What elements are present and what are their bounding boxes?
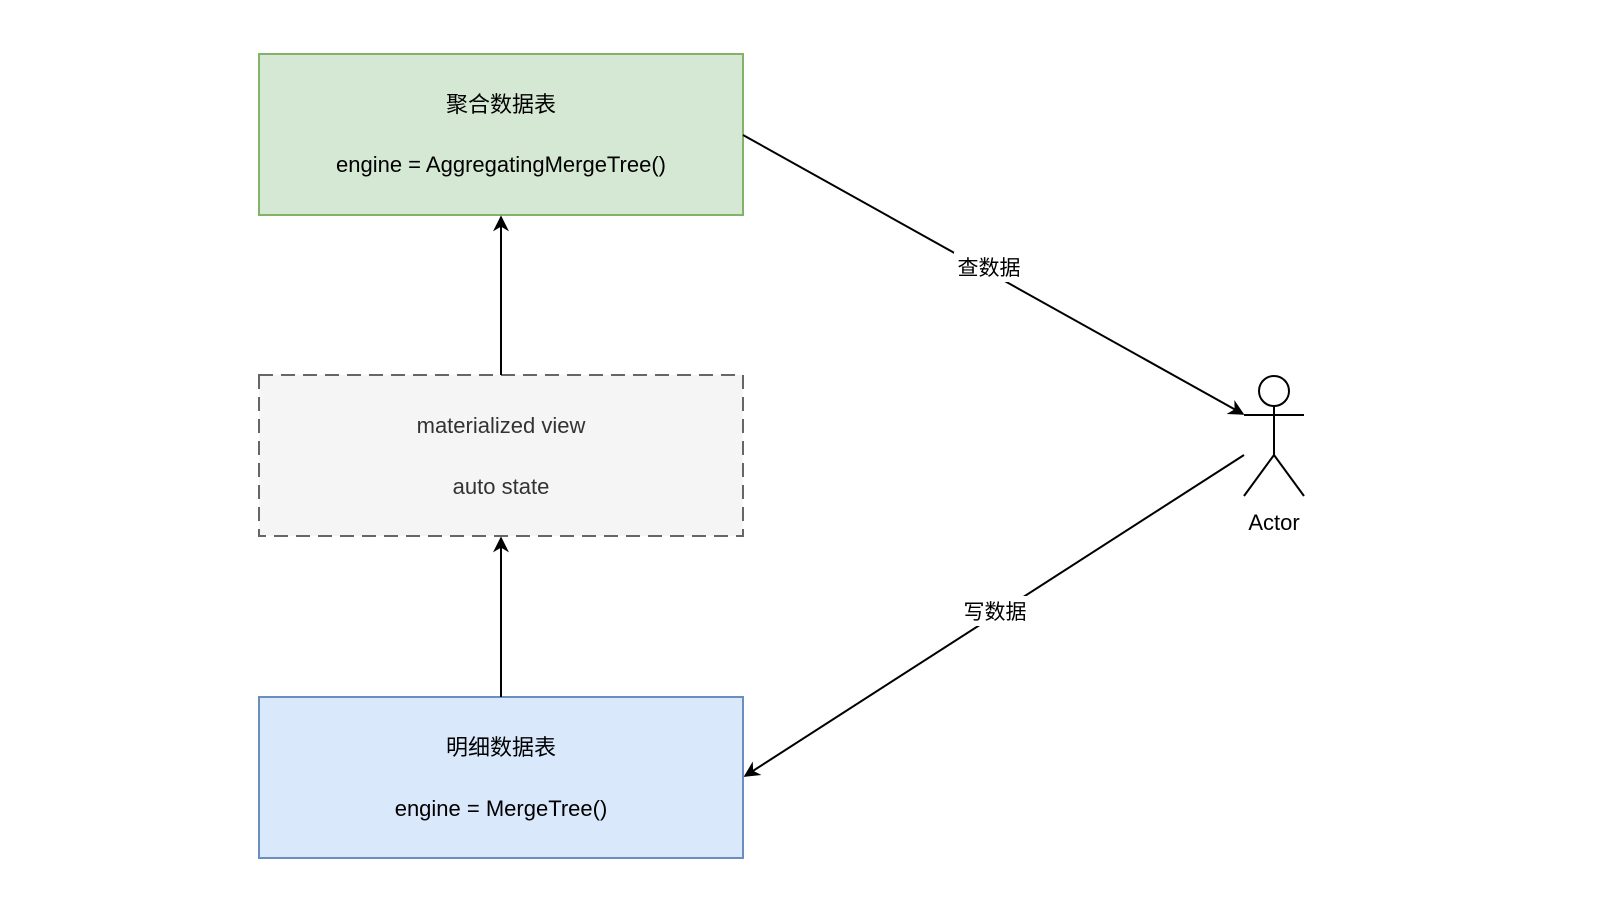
materialized-view-node[interactable]: materialized view auto state (258, 374, 744, 537)
write-label-bg (960, 596, 1030, 626)
detail-table-engine: engine = MergeTree() (395, 796, 608, 821)
aggregate-table-title: 聚合数据表 (446, 92, 556, 117)
detail-table-title: 明细数据表 (446, 735, 556, 760)
write-edge-label: 写数据 (964, 601, 1027, 624)
materialized-view-title: materialized view (417, 413, 586, 438)
actor-figure[interactable] (1243, 375, 1305, 497)
aggregate-table-box (258, 53, 744, 216)
detail-table-box (258, 696, 744, 859)
actor-right-leg (1273, 454, 1305, 497)
actor-head (1258, 375, 1290, 407)
aggregate-table-node[interactable]: 聚合数据表 engine = AggregatingMergeTree() (258, 53, 744, 216)
query-label-bg (954, 252, 1024, 282)
materialized-view-subtitle: auto state (453, 474, 550, 499)
materialized-view-box (258, 374, 744, 537)
actor-label: Actor (1248, 510, 1299, 535)
aggregate-table-engine: engine = AggregatingMergeTree() (336, 152, 666, 177)
query-edge-label: 查数据 (958, 257, 1021, 280)
actor-left-leg (1243, 454, 1275, 497)
detail-table-node[interactable]: 明细数据表 engine = MergeTree() (258, 696, 744, 859)
